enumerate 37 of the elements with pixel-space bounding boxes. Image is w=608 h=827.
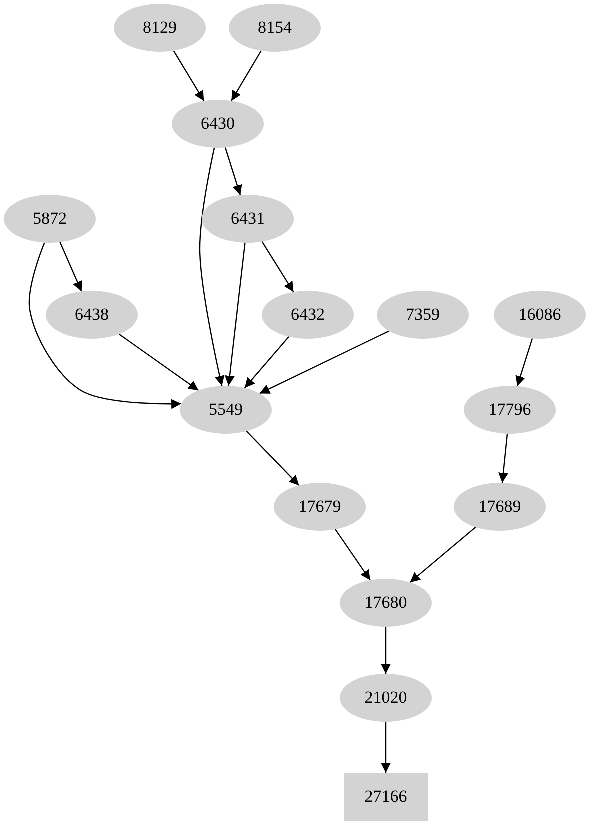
arrow (173, 50, 205, 102)
process-box (344, 773, 428, 821)
node-label: 21020 (364, 688, 408, 708)
node-label: 17689 (478, 497, 522, 517)
node-label: 6438 (75, 305, 109, 325)
node-label: 5549 (209, 400, 243, 420)
arrow (516, 338, 534, 386)
arrow (260, 330, 390, 394)
node-label: 17679 (298, 497, 342, 517)
node-label: 6431 (231, 209, 265, 229)
arrow (381, 627, 391, 674)
node-label: 7359 (406, 305, 440, 325)
arrow (60, 242, 82, 292)
arrow (224, 148, 242, 196)
arrow (335, 529, 371, 581)
arrow (118, 334, 200, 392)
arrow (498, 434, 508, 484)
node-label: 17680 (364, 593, 408, 613)
arrow (246, 431, 300, 486)
node-label: 16086 (518, 305, 562, 325)
node-label: 8154 (258, 18, 292, 38)
arrow (244, 336, 290, 388)
node-label: 8129 (143, 18, 177, 38)
arrow (381, 722, 391, 773)
arrow (262, 242, 294, 292)
node-label: 17796 (488, 400, 532, 420)
ellipse-node (202, 195, 294, 243)
arrow (231, 50, 262, 102)
node-label: 27166 (364, 787, 408, 807)
arrow (410, 526, 476, 584)
arrow (28, 242, 182, 410)
node-label: 5872 (33, 209, 67, 229)
node-label: 6432 (291, 305, 325, 325)
arrow (199, 148, 225, 386)
ellipse-node (180, 386, 272, 434)
node-label: 6430 (201, 114, 235, 134)
arrow (224, 242, 246, 386)
